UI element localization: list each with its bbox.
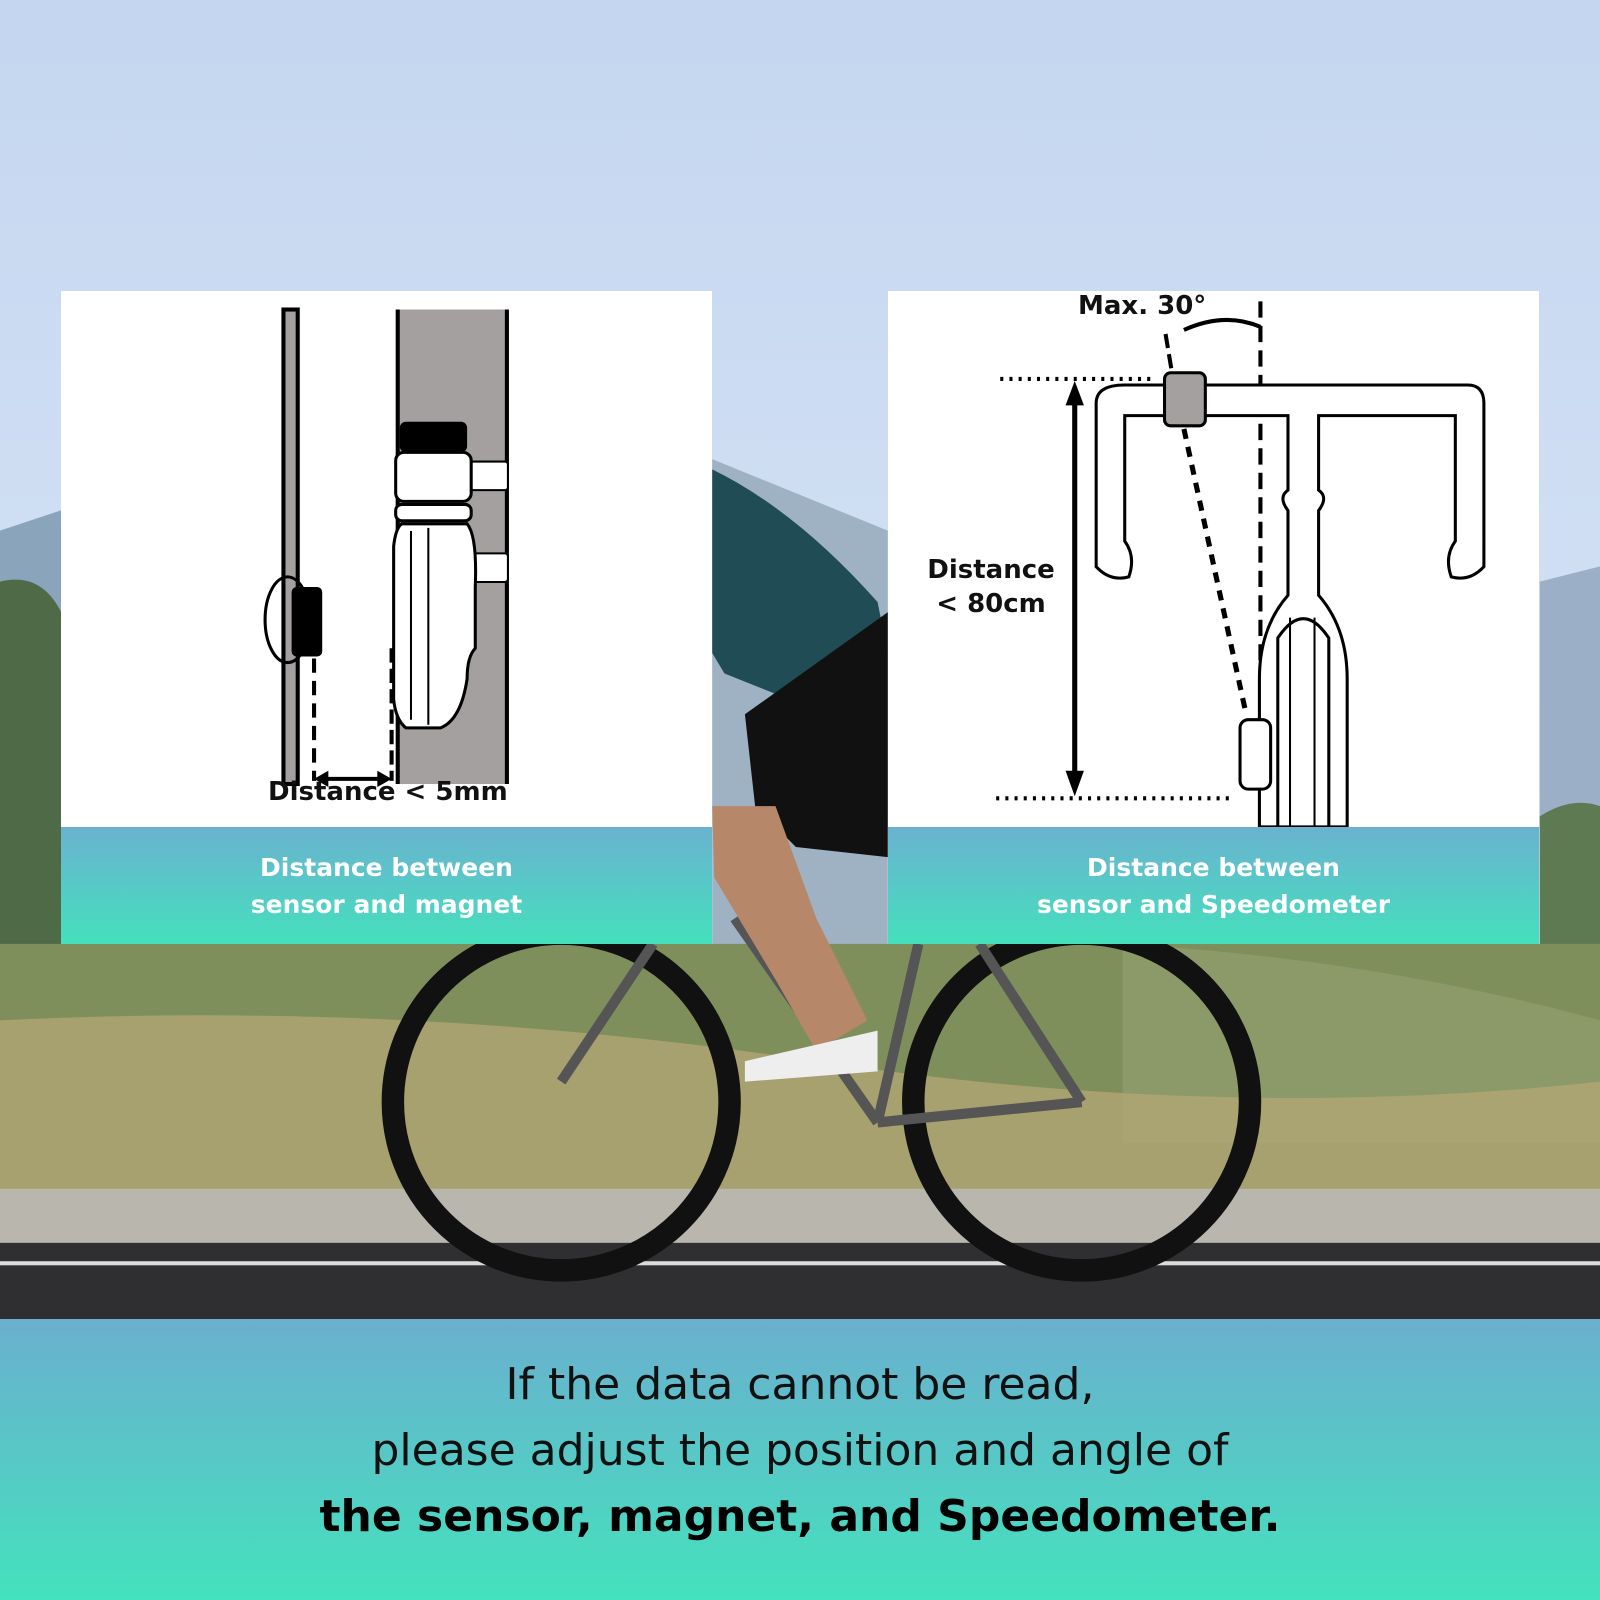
sensor-magnet-panel: Distance < 5mm Distance between sensor a… — [61, 291, 712, 944]
max-angle-label: Max. 30° — [1078, 291, 1207, 321]
caption-line-2: sensor and Speedometer — [1036, 889, 1391, 919]
distance-line-1: Distance — [927, 555, 1055, 585]
distance-line-2: < 80cm — [936, 589, 1046, 619]
instruction-line-3: the sensor, magnet, and Speedometer. — [319, 1491, 1281, 1542]
instruction-line-1: If the data cannot be read, — [505, 1359, 1095, 1410]
instruction-banner: If the data cannot be read, please adjus… — [0, 1319, 1600, 1600]
caption-line-2: sensor and magnet — [250, 889, 523, 919]
caption-line-1: Distance between — [260, 852, 513, 882]
caption-line-1: Distance between — [1087, 852, 1340, 882]
sensor-magnet-caption: Distance between sensor and magnet — [61, 827, 712, 944]
sensor-speedometer-panel: Max. 30° Distance < 80cm Distance betwee… — [888, 291, 1539, 944]
sensor-magnet-diagram — [263, 307, 509, 788]
sensor-speedometer-caption: Distance between sensor and Speedometer — [888, 827, 1539, 944]
handlebar-diagram — [996, 301, 1486, 827]
instruction-line-2: please adjust the position and angle of — [371, 1425, 1229, 1476]
sensor-magnet-distance-label: Distance < 5mm — [268, 777, 508, 807]
sensor-speedometer-distance-label: Distance < 80cm — [921, 553, 1061, 621]
